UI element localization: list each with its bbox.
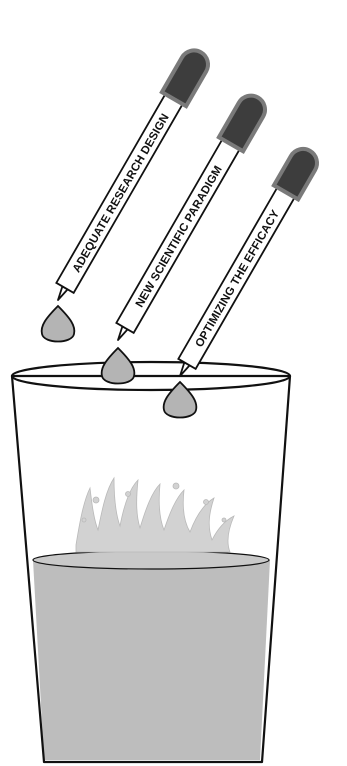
dropper-2: NEW SCIENTIFIC PARADIGM [106,91,270,347]
drop-1 [42,306,75,342]
liquid-surface [33,551,269,569]
dropper-3: OPTIMIZING THE EFFICACY [168,144,322,383]
dropper-3-bulb [274,144,322,200]
dropper-3-label: OPTIMIZING THE EFFICACY [194,208,283,350]
drop-3 [164,382,197,418]
dropper-1-bulb [162,45,213,106]
splash [76,478,234,552]
dropper-1-label: ADEQUATE RESEARCH DESIGN [71,112,172,275]
drop-2 [102,348,135,384]
dropper-2-label: NEW SCIENTIFIC PARADIGM [134,164,225,310]
glass-liquid [33,554,270,760]
dropper-1: ADEQUATE RESEARCH DESIGN [46,45,213,307]
dropper-2-bulb [219,91,270,152]
